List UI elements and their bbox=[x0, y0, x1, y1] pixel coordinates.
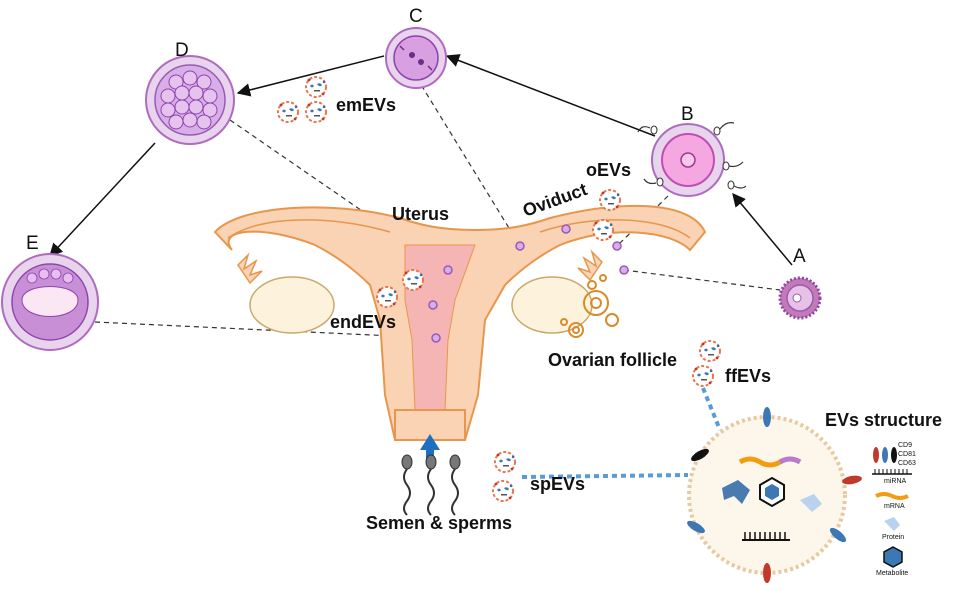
ev-legend-icons bbox=[872, 447, 912, 568]
stage-arrows bbox=[49, 54, 793, 266]
stage-d-label: D bbox=[175, 40, 189, 61]
ffevs-vesicles bbox=[692, 340, 721, 387]
entry-arrow bbox=[420, 434, 440, 462]
legend-mrna: mRNA bbox=[884, 503, 905, 510]
endevs-label: endEVs bbox=[330, 312, 397, 332]
spevs-vesicles bbox=[492, 451, 516, 502]
structure-links bbox=[521, 387, 722, 479]
ffevs-label: ffEVs bbox=[725, 366, 772, 386]
stage-b-fertilization bbox=[637, 122, 747, 197]
ev-structure-diagram bbox=[687, 407, 862, 583]
emevs-vesicles bbox=[277, 76, 327, 123]
stage-c-label: C bbox=[409, 6, 423, 27]
legend-mirna: miRNA bbox=[884, 478, 907, 485]
ovarian-follicle-label: Ovarian follicle bbox=[548, 350, 678, 370]
stage-e-label: E bbox=[26, 233, 39, 254]
legend-protein: Protein bbox=[882, 534, 905, 541]
stage-a-label: A bbox=[793, 246, 806, 267]
emevs-label: emEVs bbox=[336, 95, 397, 115]
evs-structure-title: EVs structure bbox=[825, 410, 943, 430]
uterus-illustration bbox=[213, 204, 707, 441]
stage-c-zygote bbox=[385, 27, 447, 89]
stage-d-morula bbox=[145, 55, 235, 145]
follicles bbox=[560, 274, 619, 338]
spevs-label: spEVs bbox=[530, 474, 586, 494]
legend-metabolite: Metabolite bbox=[876, 570, 909, 577]
legend-cd9: CD9 bbox=[898, 442, 913, 449]
stage-e-blastocyst bbox=[1, 253, 99, 351]
sperm-group bbox=[401, 454, 461, 516]
legend-cd81: CD81 bbox=[898, 451, 916, 458]
stage-a-oocyte bbox=[778, 276, 822, 320]
semen-label: Semen & sperms bbox=[366, 513, 513, 533]
oevs-label: oEVs bbox=[586, 160, 632, 180]
legend-cd63: CD63 bbox=[898, 460, 916, 467]
uterus-label: Uterus bbox=[392, 204, 450, 224]
stage-b-label: B bbox=[681, 104, 694, 125]
